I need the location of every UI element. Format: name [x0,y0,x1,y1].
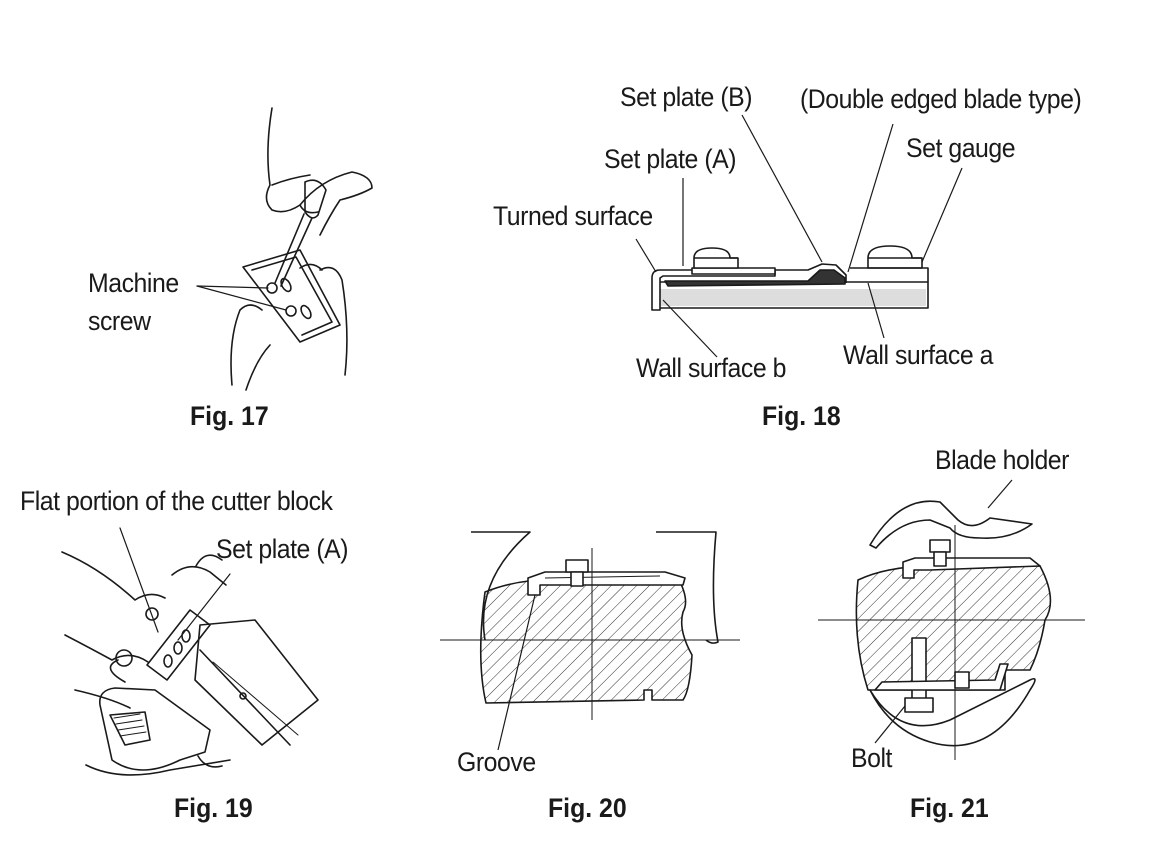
fig19-caption: Fig. 19 [174,793,253,823]
set-gauge-label: Set gauge [906,133,1016,163]
bolt-label: Bolt [851,743,892,773]
fig21-illustration [818,479,1085,760]
fig17-illustration [196,107,373,391]
fig18-illustration [635,114,963,358]
fig19-illustration [61,527,319,776]
blade-holder-label: Blade holder [935,445,1069,475]
fig19-set-plate-a-label: Set plate (A) [216,534,349,564]
wall-surface-a-label: Wall surface a [843,340,994,370]
machine-screw-label-line2: screw [88,306,151,336]
fig20-illustration [440,531,740,751]
fig20-caption: Fig. 20 [548,793,627,823]
turned-surface-label: Turned surface [493,201,653,231]
double-edged-label: (Double edged blade type) [800,84,1082,114]
set-plate-a-label: Set plate (A) [604,144,737,174]
groove-label: Groove [457,747,536,777]
fig21-caption: Fig. 21 [910,793,989,823]
wall-surface-b-label: Wall surface b [636,353,787,383]
fig18-caption: Fig. 18 [762,401,841,431]
fig17-caption: Fig. 17 [190,401,269,431]
machine-screw-label-line1: Machine [88,268,179,298]
set-plate-b-label: Set plate (B) [620,82,753,112]
flat-portion-label: Flat portion of the cutter block [20,486,333,516]
